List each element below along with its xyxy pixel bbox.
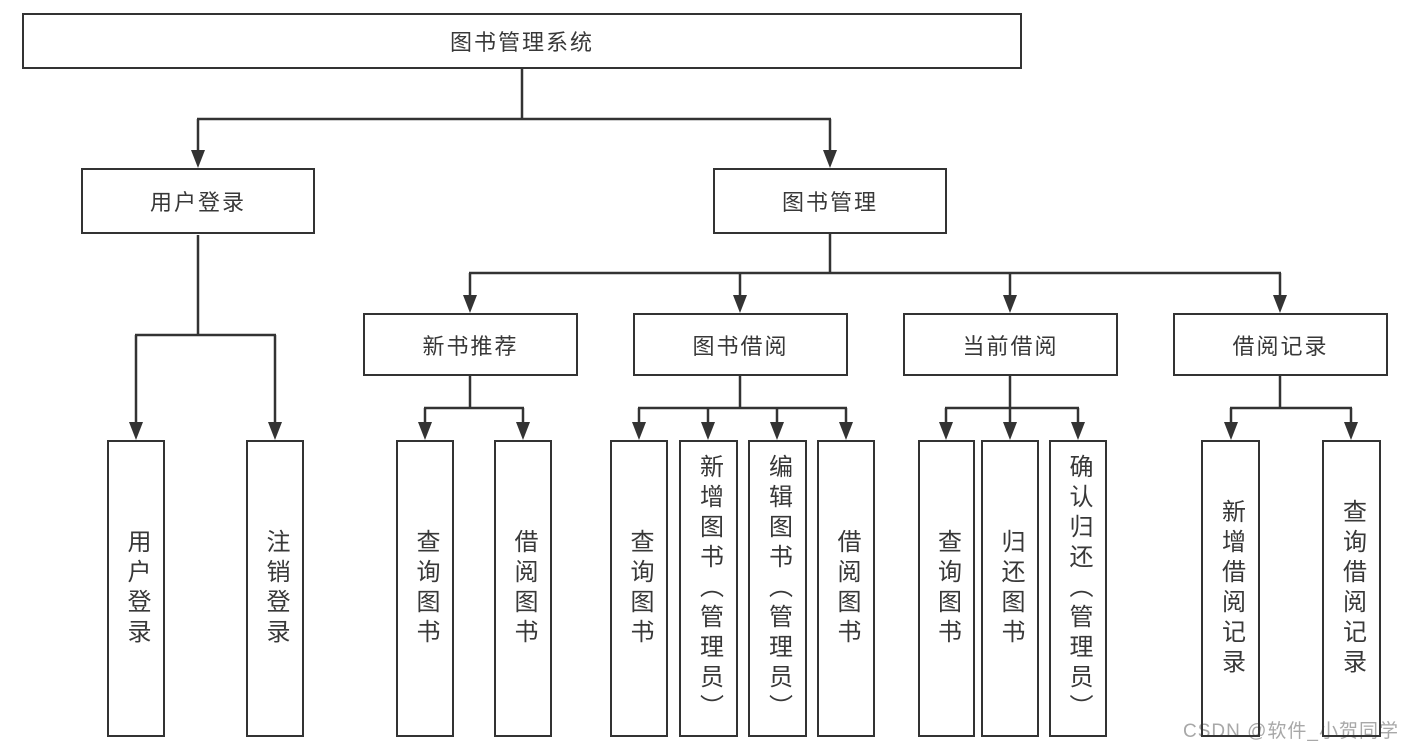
- node-root: 图书管理系统: [22, 13, 1022, 69]
- watermark: CSDN @软件_小贺同学: [1183, 721, 1399, 742]
- leaf-return-book-label: 归还图书: [997, 528, 1024, 649]
- node-book-management-label: 图书管理: [781, 190, 878, 215]
- leaf-query-borrow-record: 查询借阅记录: [1322, 440, 1381, 737]
- leaf-query-borrow-record-label: 查询借阅记录: [1338, 498, 1366, 679]
- leaf-edit-book-admin-label: 编辑图书（管理员）: [764, 453, 792, 724]
- node-user-login-label: 用户登录: [149, 190, 246, 215]
- leaf-query-book-borrow-label: 查询图书: [626, 528, 653, 649]
- node-new-book-recommend-label: 新书推荐: [422, 333, 519, 359]
- leaf-logout-login-label: 注销登录: [262, 528, 289, 649]
- connector-borrow-records-to-leaves: [1224, 376, 1358, 440]
- leaf-return-book: 归还图书: [981, 440, 1039, 737]
- connector-book-management-to-level3: [463, 234, 1287, 313]
- leaf-logout-login: 注销登录: [246, 440, 304, 737]
- leaf-confirm-return-admin: 确认归还（管理员）: [1049, 440, 1107, 737]
- connector-current-borrow-to-leaves: [939, 376, 1085, 440]
- node-book-borrow: 图书借阅: [633, 313, 848, 376]
- leaf-add-book-admin: 新增图书（管理员）: [679, 440, 738, 737]
- leaf-query-book-recommend: 查询图书: [396, 440, 454, 737]
- leaf-edit-book-admin: 编辑图书（管理员）: [748, 440, 807, 737]
- node-new-book-recommend: 新书推荐: [363, 313, 578, 376]
- connector-root-to-level2: [191, 69, 837, 168]
- connector-book-borrow-to-leaves: [632, 376, 853, 440]
- leaf-query-book-current-label: 查询图书: [933, 528, 961, 649]
- leaf-borrow-book-recommend-label: 借阅图书: [510, 528, 537, 649]
- node-root-label: 图书管理系统: [449, 30, 594, 55]
- connector-user-login-to-leaves: [129, 235, 282, 440]
- leaf-add-borrow-record-label: 新增借阅记录: [1217, 498, 1245, 679]
- leaf-query-book-borrow: 查询图书: [610, 440, 668, 737]
- leaf-borrow-book-borrow-label: 借阅图书: [833, 528, 860, 649]
- leaf-borrow-book-recommend: 借阅图书: [494, 440, 552, 737]
- leaf-add-book-admin-label: 新增图书（管理员）: [695, 453, 723, 724]
- leaf-user-login: 用户登录: [107, 440, 165, 737]
- leaf-query-book-recommend-label: 查询图书: [412, 528, 439, 649]
- connector-new-book-recommend-to-leaves: [418, 376, 530, 440]
- node-borrow-records-label: 借阅记录: [1232, 333, 1329, 359]
- node-book-management: 图书管理: [713, 168, 947, 234]
- leaf-confirm-return-admin-label: 确认归还（管理员）: [1065, 453, 1092, 724]
- leaf-user-login-label: 用户登录: [123, 528, 150, 649]
- node-current-borrow-label: 当前借阅: [962, 333, 1059, 359]
- node-borrow-records: 借阅记录: [1173, 313, 1388, 376]
- leaf-add-borrow-record: 新增借阅记录: [1201, 440, 1260, 737]
- node-book-borrow-label: 图书借阅: [692, 333, 789, 359]
- leaf-borrow-book-borrow: 借阅图书: [817, 440, 875, 737]
- node-user-login: 用户登录: [81, 168, 315, 234]
- leaf-query-book-current: 查询图书: [918, 440, 975, 737]
- node-current-borrow: 当前借阅: [903, 313, 1118, 376]
